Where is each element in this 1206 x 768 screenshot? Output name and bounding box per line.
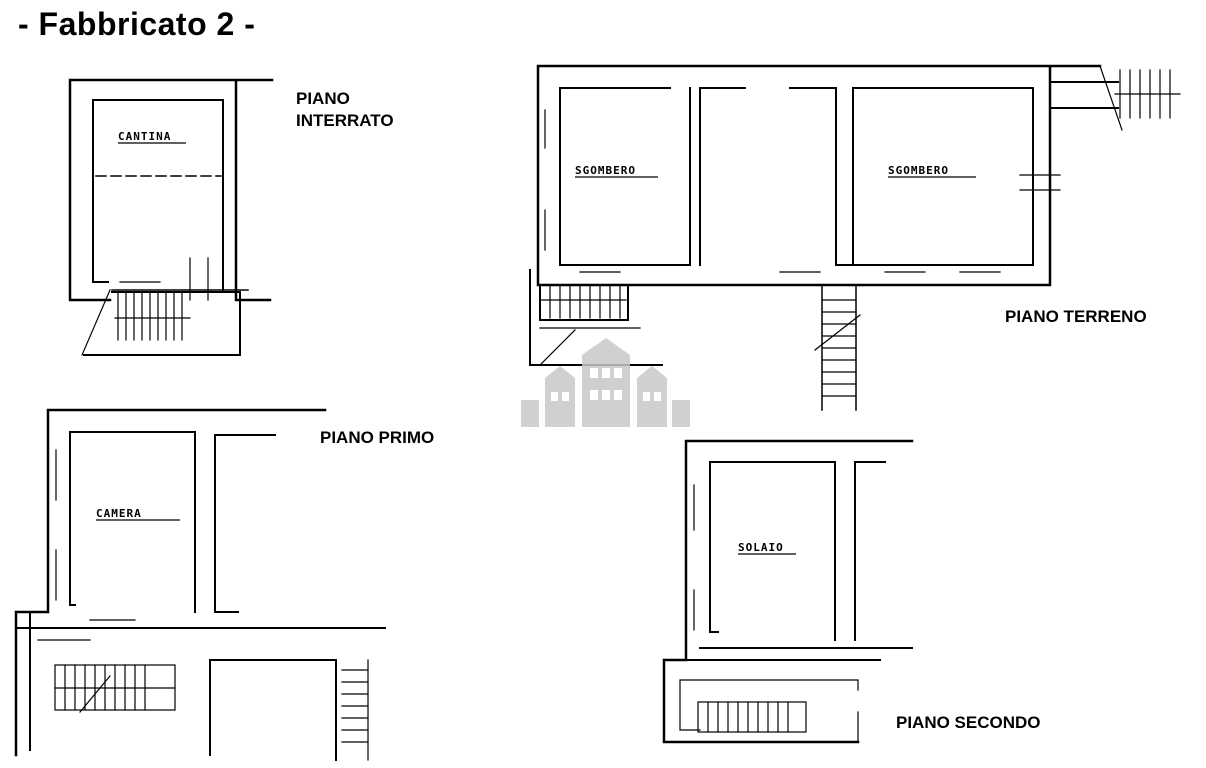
plan-piano-primo — [14, 408, 386, 761]
label-piano-terreno: PIANO TERRENO — [1005, 307, 1147, 326]
buildings-icon — [521, 338, 690, 427]
page-title: - Fabbricato 2 - — [18, 6, 256, 42]
label-piano-secondo: PIANO SECONDO — [896, 713, 1041, 732]
plan-piano-terreno — [529, 64, 1181, 411]
room-label-camera: CAMERA — [96, 507, 142, 520]
room-label-sgombero-1: SGOMBERO — [575, 164, 636, 177]
label-piano-primo: PIANO PRIMO — [320, 428, 435, 447]
plan-piano-secondo — [662, 439, 914, 744]
plan-piano-interrato — [68, 78, 274, 356]
room-label-solaio: SOLAIO — [738, 541, 784, 554]
label-piano-interrato: PIANO INTERRATO — [296, 89, 394, 130]
room-label-sgombero-2: SGOMBERO — [888, 164, 949, 177]
room-label-cantina: CANTINA — [118, 130, 171, 143]
